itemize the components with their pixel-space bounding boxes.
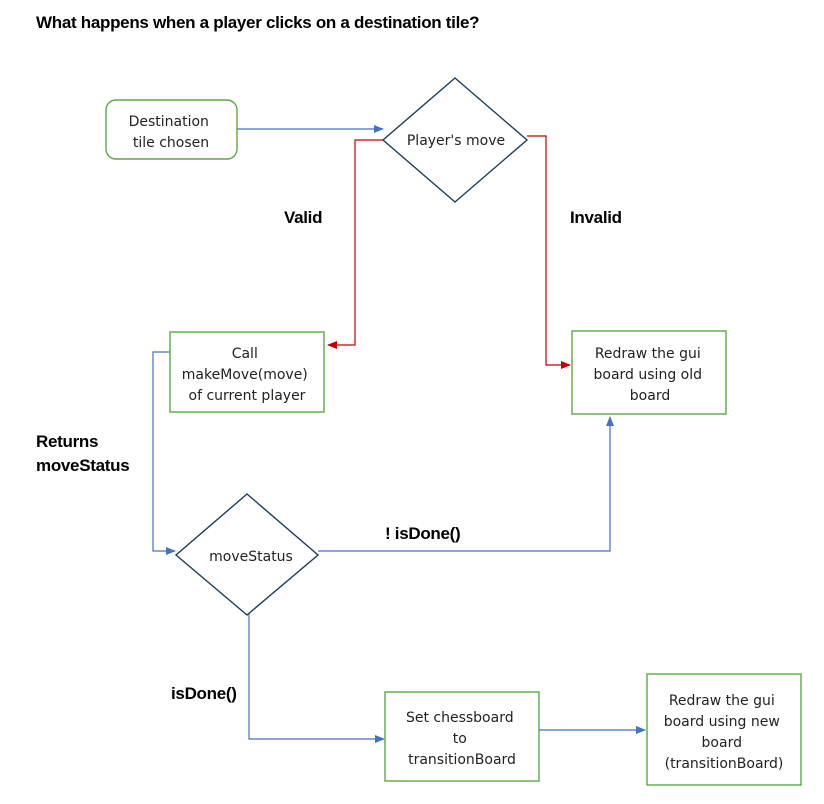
svg-text:Redraw the gui board usi: Redraw the gui board using old board xyxy=(594,346,707,404)
set-line-2: to xyxy=(453,731,467,747)
edge-label-invalid: Invalid xyxy=(570,208,622,227)
node-redraw-old-board: Redraw the gui board using old board xyxy=(571,330,727,415)
node-destination-tile-chosen: Destination tile chosen xyxy=(105,99,238,160)
players-move-label: Player's move xyxy=(407,133,505,149)
node-players-move: Player's move xyxy=(381,77,529,203)
svg-text:Redraw the gui board usi: Redraw the gui board using new board (tr… xyxy=(664,693,785,772)
destination-line-2: tile chosen xyxy=(133,135,209,151)
set-line-1: Set chessboard xyxy=(406,710,514,726)
call-line-2: makeMove(move) xyxy=(182,367,308,383)
node-set-chessboard: Set chessboard to transitionBoard xyxy=(384,691,540,782)
edge-label-returns-line-1: Returns xyxy=(36,432,98,451)
redraw-old-line-1: Redraw the gui xyxy=(595,346,701,362)
node-move-status: moveStatus xyxy=(174,493,320,616)
diagram-title: What happens when a player clicks on a d… xyxy=(36,13,479,32)
svg-text:Call makeMove(move): Call makeMove(move) of current player xyxy=(182,346,312,404)
node-redraw-new-board: Redraw the gui board using new board (tr… xyxy=(646,673,802,786)
redraw-new-line-1: Redraw the gui xyxy=(669,693,775,709)
node-call-make-move: Call makeMove(move) of current player xyxy=(169,331,325,413)
redraw-old-line-3: board xyxy=(630,388,670,404)
redraw-new-line-3: board xyxy=(702,735,742,751)
set-line-3: transitionBoard xyxy=(408,752,516,768)
svg-text:Returns moveStatus: Returns moveStatus xyxy=(36,432,129,475)
svg-text:Destination tile chosen: Destination tile chosen xyxy=(129,114,214,151)
call-line-1: Call xyxy=(232,346,258,362)
move-status-label: moveStatus xyxy=(209,549,293,565)
arrow-is-done xyxy=(248,613,385,743)
arrow-not-done xyxy=(318,416,614,552)
redraw-old-line-2: board using old xyxy=(594,367,703,383)
destination-line-1: Destination xyxy=(129,114,209,130)
redraw-new-line-2: board using new xyxy=(664,714,780,730)
redraw-new-line-4: (transitionBoard) xyxy=(665,756,784,772)
arrow-returns-move-status xyxy=(152,351,176,555)
svg-text:Set chessboard to: Set chessboard to transitionBoard xyxy=(406,710,518,768)
edge-label-valid: Valid xyxy=(284,208,322,227)
edge-label-is-done: isDone() xyxy=(171,684,237,703)
arrow-valid xyxy=(327,139,383,349)
edge-label-returns-line-2: moveStatus xyxy=(36,456,129,475)
call-line-3: of current player xyxy=(189,388,306,404)
edge-label-not-done: ! isDone() xyxy=(385,524,460,543)
arrow-invalid xyxy=(527,135,571,369)
